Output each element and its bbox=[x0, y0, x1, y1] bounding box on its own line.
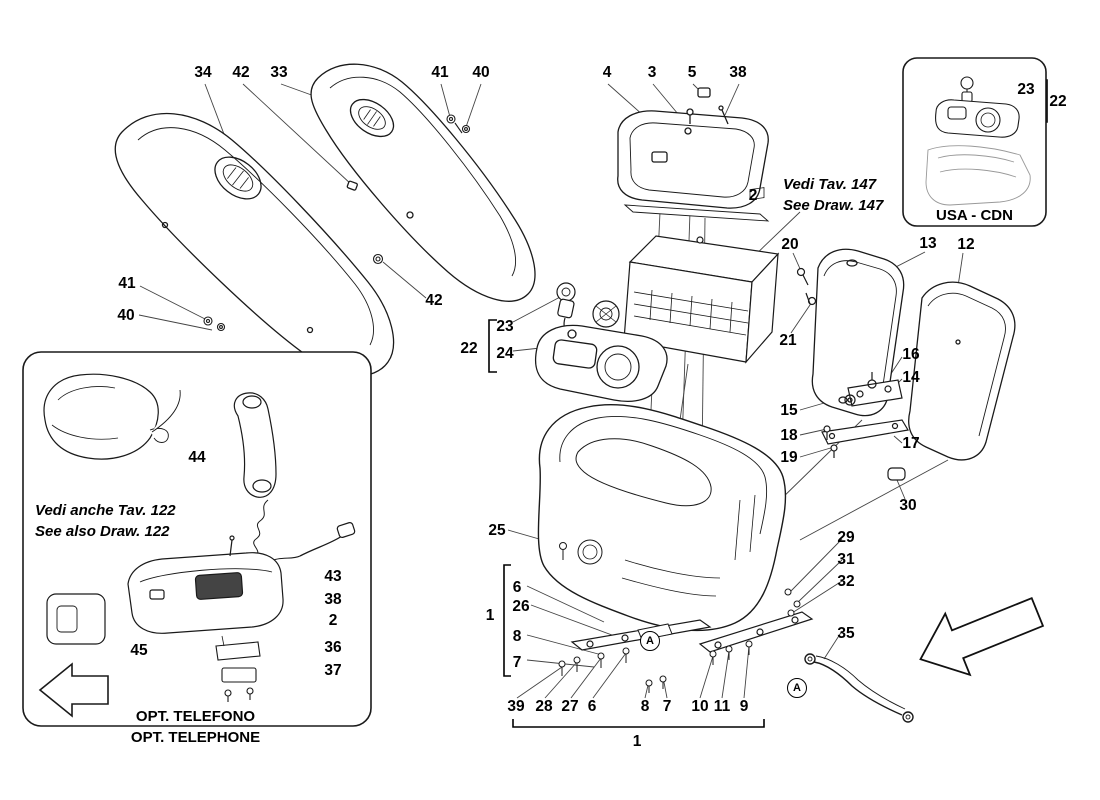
callout-42: 42 bbox=[232, 64, 250, 81]
circled-letter-A: A bbox=[640, 631, 660, 651]
callout-11: 11 bbox=[713, 698, 731, 715]
ecu-module-drawing bbox=[592, 187, 780, 364]
hinge-hardware-drawing bbox=[796, 267, 909, 481]
callout-14: 14 bbox=[902, 369, 920, 386]
bracket-22-left bbox=[488, 319, 497, 373]
console-tunnel-drawing bbox=[537, 403, 787, 632]
note-see-draw-147-line2: See Draw. 147 bbox=[783, 197, 884, 214]
callout-38: 38 bbox=[324, 591, 342, 608]
opt-telephone-line2: OPT. TELEPHONE bbox=[130, 729, 261, 746]
callout-9: 9 bbox=[739, 698, 749, 715]
callout-32: 32 bbox=[837, 573, 855, 590]
callout-12: 12 bbox=[957, 236, 975, 253]
callout-42: 42 bbox=[425, 292, 443, 309]
callout-10: 10 bbox=[691, 698, 709, 715]
callout-26: 26 bbox=[512, 598, 530, 615]
note-see-draw-147-line1: Vedi Tav. 147 bbox=[783, 176, 877, 193]
callout-41: 41 bbox=[431, 64, 449, 81]
callout-5: 5 bbox=[687, 64, 697, 81]
usa-cdn-label: USA - CDN bbox=[936, 207, 1013, 224]
plug-part-drawing bbox=[556, 282, 576, 356]
callout-22: 22 bbox=[460, 340, 478, 357]
sim-card-drawing bbox=[46, 593, 106, 645]
bracket-1-bottom bbox=[512, 719, 765, 728]
cupholder-tray-drawing bbox=[535, 324, 668, 402]
callout-23: 23 bbox=[1017, 81, 1035, 98]
ground-cable-drawing bbox=[804, 653, 914, 723]
callout-27: 27 bbox=[561, 698, 579, 715]
callout-18: 18 bbox=[780, 427, 798, 444]
callout-21: 21 bbox=[779, 332, 797, 349]
direction-arrow-large bbox=[919, 596, 1045, 677]
callout-31: 31 bbox=[837, 551, 855, 568]
bracket-clamp-drawing bbox=[215, 635, 261, 702]
callout-37: 37 bbox=[324, 662, 342, 679]
armrest-lid-drawing bbox=[617, 87, 770, 222]
usa-cdn-console-sketch bbox=[925, 145, 1031, 206]
telephone-box bbox=[22, 351, 372, 727]
callout-2: 2 bbox=[748, 187, 758, 204]
callout-30: 30 bbox=[899, 497, 917, 514]
opt-telephone-label: OPT. TELEFONO OPT. TELEPHONE bbox=[88, 706, 303, 748]
callout-13: 13 bbox=[919, 235, 937, 252]
callout-36: 36 bbox=[324, 639, 342, 656]
callout-25: 25 bbox=[488, 522, 506, 539]
note-see-draw-147: Vedi Tav. 147 See Draw. 147 bbox=[783, 174, 883, 216]
panel-fasteners bbox=[203, 114, 471, 332]
callout-19: 19 bbox=[780, 449, 798, 466]
callout-7: 7 bbox=[662, 698, 672, 715]
mounting-rails-drawing bbox=[558, 542, 814, 693]
callout-20: 20 bbox=[781, 236, 799, 253]
callout-45: 45 bbox=[130, 642, 148, 659]
callout-41: 41 bbox=[118, 275, 136, 292]
callout-38: 38 bbox=[729, 64, 747, 81]
note-see-draw-122: Vedi anche Tav. 122 See also Draw. 122 bbox=[35, 500, 176, 542]
callout-1: 1 bbox=[485, 607, 495, 624]
callout-1: 1 bbox=[632, 733, 642, 750]
side-panel-right-drawing bbox=[310, 63, 536, 302]
callout-7: 7 bbox=[512, 654, 522, 671]
callout-40: 40 bbox=[472, 64, 490, 81]
callout-16: 16 bbox=[902, 346, 920, 363]
storage-pouch-drawing bbox=[43, 373, 181, 460]
note-see-draw-122-line1: Vedi anche Tav. 122 bbox=[35, 502, 176, 519]
callout-8: 8 bbox=[512, 628, 522, 645]
callout-6: 6 bbox=[587, 698, 597, 715]
callout-15: 15 bbox=[780, 402, 798, 419]
note-see-draw-122-line2: See also Draw. 122 bbox=[35, 523, 170, 540]
opt-telephone-line1: OPT. TELEFONO bbox=[135, 708, 256, 725]
callout-24: 24 bbox=[496, 345, 514, 362]
callout-28: 28 bbox=[535, 698, 553, 715]
callout-8: 8 bbox=[640, 698, 650, 715]
callout-29: 29 bbox=[837, 529, 855, 546]
callout-43: 43 bbox=[324, 568, 342, 585]
phone-base-drawing bbox=[127, 535, 284, 634]
callout-35: 35 bbox=[837, 625, 855, 642]
circled-letter-A: A bbox=[787, 678, 807, 698]
handset-drawing bbox=[233, 392, 356, 564]
callout-34: 34 bbox=[194, 64, 212, 81]
usa-cdn-tray-icon bbox=[935, 99, 1020, 138]
callout-2: 2 bbox=[328, 612, 338, 629]
bracket-1-left bbox=[503, 564, 511, 677]
side-panel-left-drawing bbox=[114, 112, 395, 377]
usa-cdn-box bbox=[902, 57, 1047, 227]
callout-3: 3 bbox=[647, 64, 657, 81]
callout-17: 17 bbox=[902, 435, 920, 452]
direction-arrow-small bbox=[38, 662, 109, 718]
callout-44: 44 bbox=[188, 449, 206, 466]
callout-6: 6 bbox=[512, 579, 522, 596]
right-panel-12-drawing bbox=[908, 281, 1016, 461]
callout-22: 22 bbox=[1049, 93, 1067, 110]
callout-4: 4 bbox=[602, 64, 612, 81]
callout-39: 39 bbox=[507, 698, 525, 715]
callout-33: 33 bbox=[270, 64, 288, 81]
callout-40: 40 bbox=[117, 307, 135, 324]
callout-23: 23 bbox=[496, 318, 514, 335]
